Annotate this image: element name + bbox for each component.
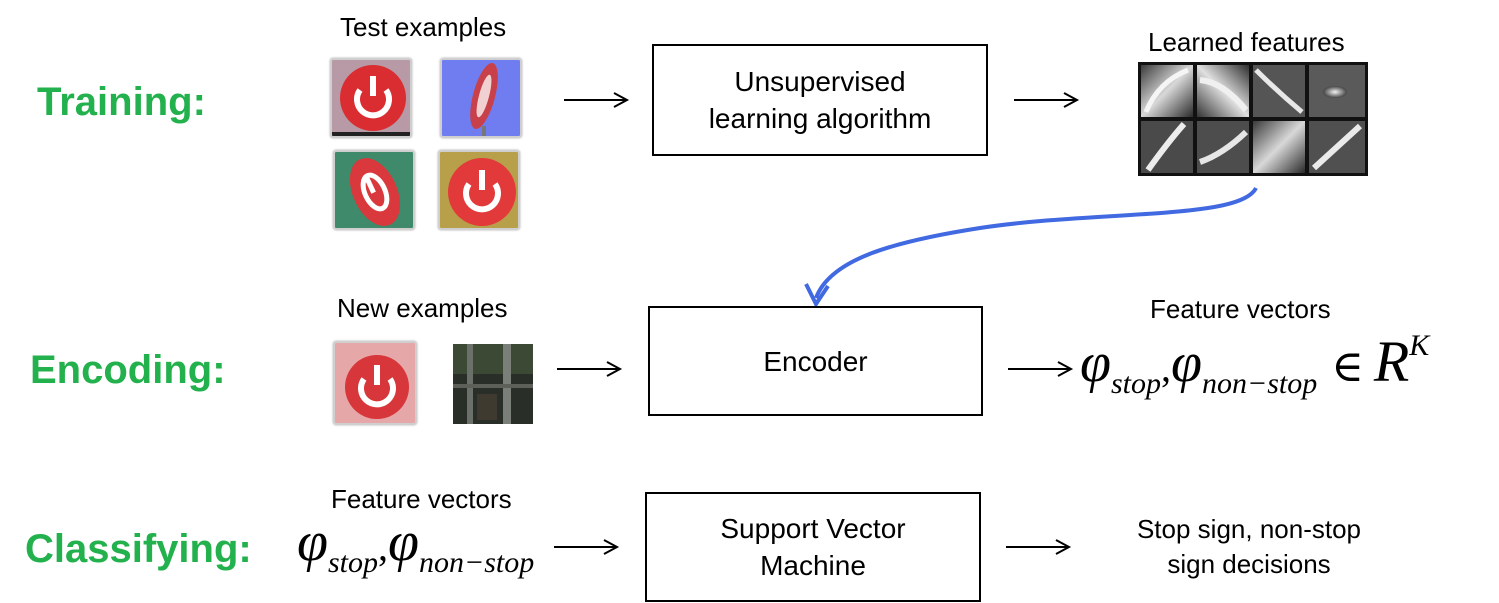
unsupervised-learning-box: Unsupervised learning algorithm (652, 44, 988, 156)
phi-symbol: φ (388, 511, 419, 573)
encoder-label: Encoder (763, 345, 868, 377)
test-example-image (440, 58, 522, 138)
phi-symbol: φ (1171, 332, 1202, 394)
stage-label-encoding: Encoding: (30, 348, 226, 392)
new-example-nonstop-image (453, 344, 533, 424)
arrow-vectors-to-svm (554, 539, 620, 555)
test-examples-caption: Test examples (340, 12, 507, 42)
test-example-image (330, 58, 412, 138)
unsupervised-learning-line2: learning algorithm (708, 103, 932, 134)
phi-symbol: φ (297, 511, 328, 573)
unsupervised-learning-line1: Unsupervised (734, 66, 906, 97)
arrow-svm-to-decisions (1006, 539, 1072, 555)
arrow-encoder-to-vectors (1008, 361, 1074, 377)
space-symbol: R (1373, 329, 1410, 394)
svm-box: Support Vector Machine (645, 492, 981, 602)
encoder-box: Encoder (648, 306, 983, 416)
decision-line2: sign decisions (1167, 549, 1331, 579)
formula-comma: , (378, 524, 388, 569)
formula-comma: , (1161, 345, 1171, 390)
arrow-examples-to-learning (564, 92, 630, 108)
subscript-nonstop: non−stop (418, 546, 535, 579)
decision-line1: Stop sign, non-stop (1136, 514, 1362, 544)
stage-label-training: Training: (37, 80, 206, 124)
arrow-new-examples-to-encoder (557, 361, 623, 377)
encoding-feature-formula: φstop,φnon−stop∈RK (1080, 328, 1430, 400)
element-of-symbol: ∈ (1331, 342, 1364, 391)
space-exponent: K (1409, 329, 1430, 362)
svm-line1: Support Vector (720, 513, 906, 544)
test-example-image (333, 150, 415, 230)
stage-label-classifying: Classifying: (25, 527, 252, 571)
decision-output: Stop sign, non-stop sign decisions (1118, 512, 1380, 582)
phi-symbol: φ (1080, 332, 1111, 394)
svm-line2: Machine (760, 550, 866, 581)
subscript-stop: stop (327, 546, 378, 579)
classifying-feature-formula: φstop,φnon−stop (297, 510, 534, 579)
new-example-stop-image (333, 341, 417, 425)
subscript-stop: stop (1110, 367, 1161, 400)
subscript-nonstop: non−stop (1201, 367, 1318, 400)
encoding-vectors-caption: Feature vectors (1150, 294, 1331, 324)
arrow-learning-to-features (1014, 92, 1080, 108)
test-example-image (438, 150, 520, 230)
learned-features-image (1138, 62, 1368, 176)
classifying-vectors-caption: Feature vectors (331, 484, 512, 514)
learned-features-caption: Learned features (1148, 27, 1345, 57)
feedback-arrow (804, 186, 1258, 308)
new-examples-caption: New examples (337, 293, 508, 323)
